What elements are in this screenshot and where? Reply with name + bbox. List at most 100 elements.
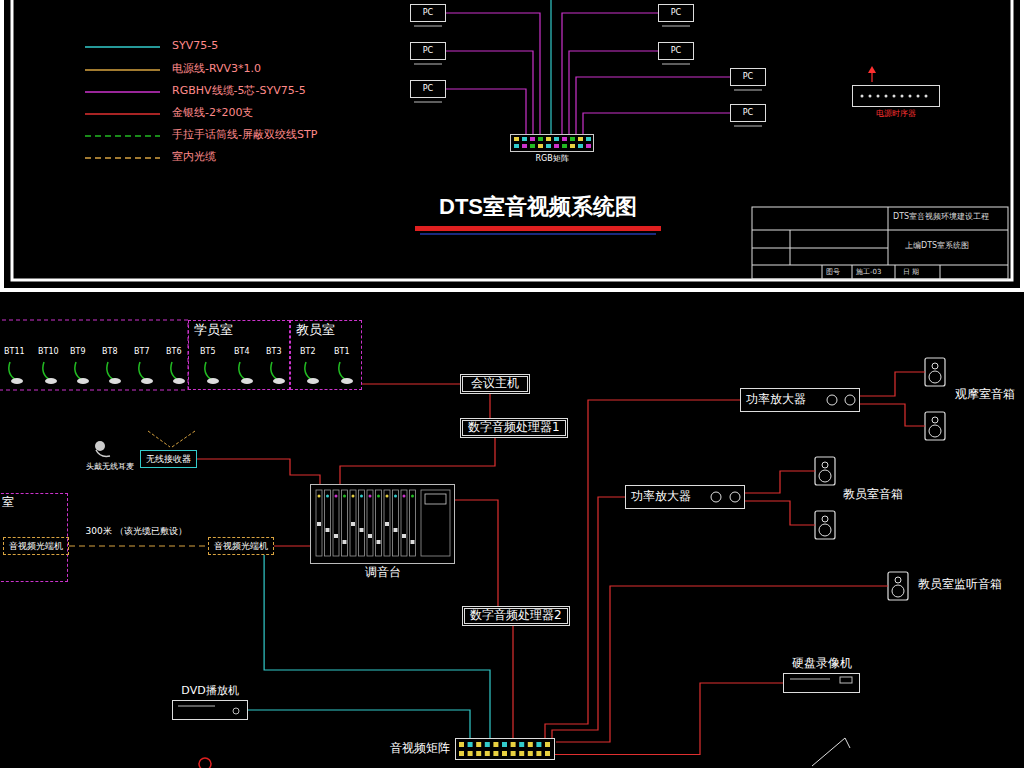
gooseneck-mic: [339, 362, 346, 380]
mixer-knob: [369, 495, 372, 498]
speaker-wire: [860, 404, 925, 426]
mixer-fader: [385, 522, 389, 526]
legend-sample: [85, 91, 160, 93]
connector: [455, 500, 498, 606]
label-text: BT9: [70, 347, 85, 356]
connector: [562, 13, 658, 134]
connector: [489, 394, 490, 418]
speaker-wire: [860, 372, 925, 396]
mixer-knob: [394, 495, 397, 498]
text-holder: 数字音频处理器2: [470, 609, 562, 623]
speaker: [925, 412, 945, 440]
connector: [362, 383, 460, 384]
speaker: [815, 511, 835, 539]
node-text: PC: [423, 8, 433, 17]
matrix-port: [514, 144, 519, 148]
legend-text: RGBHV线缆-5芯-SYV75-5: [172, 85, 306, 98]
node-text: DVD播放机: [181, 685, 238, 698]
connector: [555, 683, 783, 755]
node-text: 电源时序器: [876, 109, 916, 118]
mixer-knob: [335, 495, 338, 498]
matrix-port: [562, 137, 567, 141]
legend-text: 电源线-RVV3*1.0: [172, 63, 261, 76]
mixer-channel: [376, 490, 382, 556]
connector: [576, 77, 730, 134]
matrix-port: [530, 137, 535, 141]
table-rule: [852, 265, 853, 279]
matrix-port: [493, 751, 498, 756]
audio-processor: 数字音频处理器1: [460, 418, 568, 438]
node-text: PC: [423, 84, 433, 93]
matrix-port: [468, 751, 473, 756]
label-text: BT3: [266, 347, 281, 356]
node-text: PC: [743, 108, 753, 117]
speaker-woofer: [929, 425, 941, 437]
gooseneck-mic: [43, 362, 50, 380]
disc-tray: [178, 706, 215, 707]
legend-text: 手拉手话筒线-屏蔽双绞线STP: [172, 129, 317, 142]
matrix-port: [511, 742, 516, 747]
mixer-channel: [367, 490, 373, 556]
panel-light: [877, 95, 880, 98]
keyboard: [414, 102, 442, 103]
gooseneck-mic: [9, 362, 16, 380]
text-holder: 室: [2, 496, 62, 510]
speaker-tweeter: [932, 363, 938, 369]
dvd-player: DVD播放机: [172, 700, 248, 720]
matrix-port: [536, 751, 541, 756]
antenna-line: [812, 738, 845, 766]
gooseneck-mic: [171, 362, 178, 380]
node-text: 功率放大器: [631, 490, 691, 504]
gooseneck-mic: [75, 362, 82, 380]
legend-text: SYV75-5: [172, 40, 218, 53]
matrix-port: [578, 144, 583, 148]
table-rule: [895, 265, 896, 279]
panel-light: [861, 95, 864, 98]
matrix-port: [578, 137, 583, 141]
connector: [446, 89, 526, 134]
text-holder: PC: [743, 108, 753, 117]
keyboard: [734, 90, 762, 91]
power-amplifier: 功率放大器: [625, 485, 745, 509]
title-underline: [415, 226, 661, 231]
panel-light: [901, 95, 904, 98]
matrix-port: [554, 144, 559, 148]
keyboard: [414, 26, 442, 27]
text-holder: 数字音频处理器1: [468, 421, 560, 435]
mixer-fader: [317, 522, 321, 526]
node-text: 会议主机: [471, 377, 519, 391]
mixer-knob: [411, 495, 414, 498]
mic-base: [273, 378, 285, 384]
pc-monitor: PC: [730, 68, 766, 86]
speaker-wire: [745, 501, 815, 525]
speaker: [925, 358, 945, 386]
table-rule: [822, 265, 823, 279]
gooseneck-mic: [107, 362, 114, 380]
mic-group-outline: [0, 320, 188, 390]
text-holder: 无线接收器: [146, 454, 191, 464]
table-rule: [940, 265, 941, 279]
matrix-port: [545, 751, 550, 756]
title-rule: [420, 234, 656, 235]
panel-light: [917, 95, 920, 98]
matrix-port: [522, 137, 527, 141]
node-text: 数字音频处理器2: [470, 609, 562, 623]
matrix-port: [476, 751, 481, 756]
mixer: 调音台: [310, 484, 455, 564]
amp-knob: [711, 492, 721, 502]
panel-light: [909, 95, 912, 98]
arrow-head: [868, 66, 876, 73]
legend-sample: [85, 135, 160, 137]
mic-base: [109, 378, 121, 384]
matrix-port: [514, 137, 519, 141]
text-holder: 调音台: [365, 566, 401, 580]
label-text: BT7: [134, 347, 149, 356]
antenna-line: [845, 738, 850, 748]
mixer-fader: [343, 540, 347, 544]
headset-mic: [95, 441, 105, 451]
mixer-fader: [402, 534, 406, 538]
pc-monitor: PC: [658, 4, 694, 22]
matrix-port: [570, 137, 575, 141]
connector: [197, 459, 320, 484]
